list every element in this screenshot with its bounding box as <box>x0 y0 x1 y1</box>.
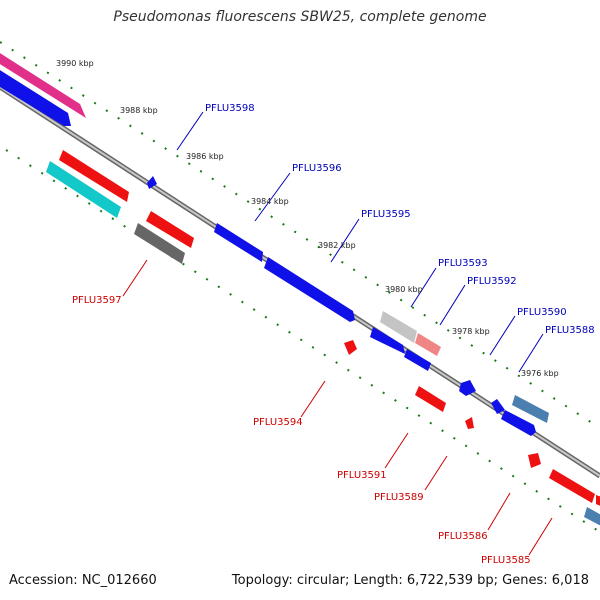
kbp-label: 3984 kbp <box>251 197 289 206</box>
gene-labels: PFLU3598 PFLU3596 PFLU3595 PFLU3593 PFLU… <box>72 103 595 566</box>
gene-blue-4 <box>264 257 355 322</box>
gene-gray-1 <box>380 311 417 343</box>
gene-label[interactable]: PFLU3590 <box>517 307 567 318</box>
gene-salmon <box>415 333 441 356</box>
gene-steel-2 <box>584 507 600 526</box>
gene-red-2 <box>146 211 194 248</box>
gene-red-8 <box>596 495 600 506</box>
map-title: Pseudomonas fluorescens SBW25, complete … <box>113 9 487 25</box>
kbp-label: 3982 kbp <box>318 241 356 250</box>
accession-text: Accession: NC_012660 <box>9 573 157 588</box>
kbp-labels: 3990 kbp 3988 kbp 3986 kbp 3984 kbp 3982… <box>56 59 559 378</box>
kbp-label: 3988 kbp <box>120 106 158 115</box>
gene-red-1 <box>59 150 129 202</box>
gene-blue-9 <box>501 410 536 436</box>
outer-tick-track <box>0 41 600 429</box>
gene-blue-8 <box>491 399 505 414</box>
gene-label[interactable]: PFLU3594 <box>253 417 303 428</box>
gene-label[interactable]: PFLU3598 <box>205 103 255 114</box>
genome-summary-text: Topology: circular; Length: 6,722,539 bp… <box>231 573 589 588</box>
gene-label[interactable]: PFLU3586 <box>438 531 488 542</box>
gene-red-5 <box>465 417 474 429</box>
gene-label[interactable]: PFLU3596 <box>292 163 342 174</box>
gene-label[interactable]: PFLU3585 <box>481 555 531 566</box>
gene-red-6 <box>528 453 541 468</box>
gene-label[interactable]: PFLU3597 <box>72 295 122 306</box>
gene-blue-3 <box>214 223 263 262</box>
gene-cyan <box>46 161 121 218</box>
gene-label[interactable]: PFLU3592 <box>467 276 517 287</box>
gene-pink <box>0 53 86 118</box>
label-leaders <box>122 111 553 556</box>
tick-tracks <box>0 41 600 533</box>
gene-blue-5 <box>370 327 405 354</box>
gene-red-3 <box>344 340 357 355</box>
reverse-genes <box>46 150 600 506</box>
gene-label[interactable]: PFLU3595 <box>361 209 411 220</box>
gene-blue-7 <box>459 380 476 396</box>
gene-steel-1 <box>512 395 549 423</box>
gene-red-7 <box>549 469 595 503</box>
gene-label[interactable]: PFLU3593 <box>438 258 488 269</box>
kbp-label: 3990 kbp <box>56 59 94 68</box>
gene-label[interactable]: PFLU3589 <box>374 492 424 503</box>
kbp-label: 3978 kbp <box>452 327 490 336</box>
gene-label[interactable]: PFLU3588 <box>545 325 595 336</box>
gene-blue-2 <box>147 176 157 189</box>
gene-blue-1 <box>0 70 71 126</box>
inner-tick-track <box>5 149 600 533</box>
kbp-label: 3980 kbp <box>385 285 423 294</box>
forward-genes <box>0 53 600 526</box>
kbp-label: 3976 kbp <box>521 369 559 378</box>
gene-blue-6 <box>404 349 431 371</box>
gene-red-4 <box>415 386 446 412</box>
gene-label[interactable]: PFLU3591 <box>337 470 387 481</box>
gene-gray-2 <box>134 223 185 264</box>
kbp-label: 3986 kbp <box>186 152 224 161</box>
